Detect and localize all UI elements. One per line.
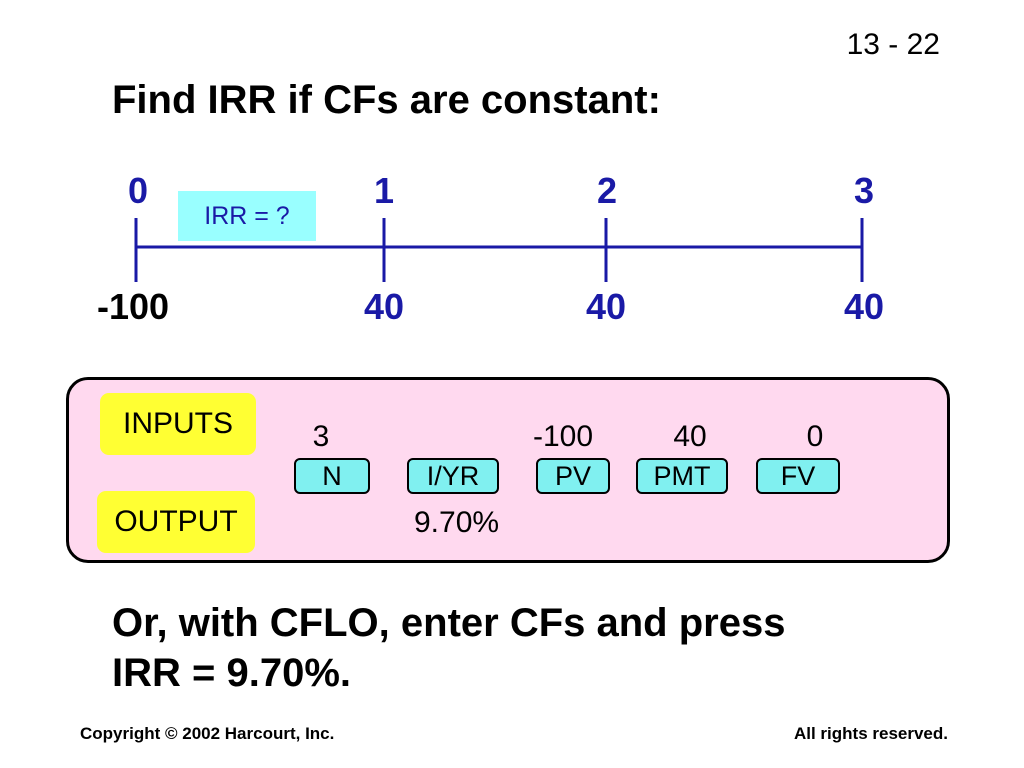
key-iyr-button[interactable]: I/YR <box>407 458 499 494</box>
cflo-note-line-1: Or, with CFLO, enter CFs and press <box>112 601 786 645</box>
input-value-pv: -100 <box>532 420 594 453</box>
key-n-button[interactable]: N <box>294 458 370 494</box>
period-label-0: 0 <box>127 170 149 211</box>
cash-flow-timeline <box>134 218 864 282</box>
output-value-iyr: 9.70% <box>414 506 500 539</box>
cflo-note-line-2: IRR = 9.70%. <box>112 651 352 695</box>
period-label-3: 3 <box>853 170 875 211</box>
period-label-2: 2 <box>596 170 618 211</box>
slide-number: 13 - 22 <box>846 28 940 61</box>
cash-flow-1: 40 <box>363 286 405 327</box>
inputs-label: INPUTS <box>100 393 256 455</box>
input-value-pmt: 40 <box>673 420 707 453</box>
output-label: OUTPUT <box>97 491 255 553</box>
cash-flow-2: 40 <box>585 286 627 327</box>
cflo-note: Or, with CFLO, enter CFs and press IRR =… <box>112 598 932 698</box>
input-value-n: 3 <box>312 420 330 453</box>
copyright-footer: Copyright © 2002 Harcourt, Inc. <box>80 724 335 743</box>
cash-flow-0: -100 <box>96 286 170 327</box>
cash-flow-3: 40 <box>843 286 885 327</box>
key-fv-button[interactable]: FV <box>756 458 840 494</box>
key-pv-button[interactable]: PV <box>536 458 610 494</box>
rights-footer: All rights reserved. <box>793 724 948 743</box>
input-value-fv: 0 <box>806 420 824 453</box>
key-pmt-button[interactable]: PMT <box>636 458 728 494</box>
slide-title: Find IRR if CFs are constant: <box>112 78 661 122</box>
period-label-1: 1 <box>373 170 395 211</box>
irr-question-box: IRR = ? <box>178 191 316 241</box>
